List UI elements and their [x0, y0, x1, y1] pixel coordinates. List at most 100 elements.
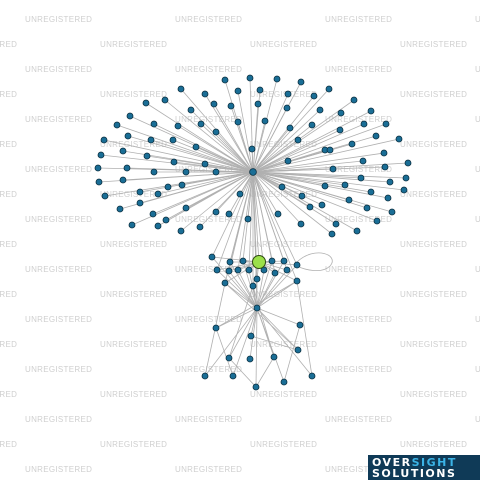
graph-node[interactable] [136, 199, 144, 207]
graph-node[interactable] [161, 96, 169, 104]
graph-node[interactable] [229, 372, 237, 380]
graph-node[interactable] [380, 149, 388, 157]
graph-node[interactable] [329, 165, 337, 173]
graph-node[interactable] [359, 157, 367, 165]
graph-node[interactable] [283, 266, 291, 274]
graph-node[interactable] [94, 164, 102, 172]
graph-node[interactable] [97, 151, 105, 159]
graph-node[interactable] [395, 135, 403, 143]
graph-node[interactable] [236, 190, 244, 198]
graph-node[interactable] [234, 87, 242, 95]
graph-node[interactable] [147, 136, 155, 144]
graph-node[interactable] [367, 107, 375, 115]
graph-node[interactable] [297, 220, 305, 228]
graph-node[interactable] [308, 372, 316, 380]
graph-node[interactable] [234, 118, 242, 126]
graph-node[interactable] [274, 210, 282, 218]
graph-node[interactable] [283, 104, 291, 112]
graph-node[interactable] [268, 257, 276, 265]
graph-node[interactable] [201, 160, 209, 168]
graph-node[interactable] [253, 275, 261, 283]
graph-node[interactable] [384, 194, 392, 202]
graph-node[interactable] [126, 112, 134, 120]
graph-node[interactable] [150, 168, 158, 176]
graph-node[interactable] [162, 216, 170, 224]
graph-node[interactable] [294, 346, 302, 354]
graph-node[interactable] [256, 86, 264, 94]
graph-node[interactable] [260, 266, 268, 274]
graph-node[interactable] [280, 257, 288, 265]
graph-node[interactable] [248, 145, 256, 153]
graph-node[interactable] [321, 182, 329, 190]
graph-node[interactable] [124, 132, 132, 140]
hub-node[interactable] [249, 168, 257, 176]
graph-node[interactable] [350, 96, 358, 104]
graph-node[interactable] [100, 136, 108, 144]
graph-node[interactable] [294, 136, 302, 144]
graph-node[interactable] [388, 208, 396, 216]
graph-node[interactable] [306, 203, 314, 211]
graph-node[interactable] [225, 267, 233, 275]
graph-node[interactable] [357, 174, 365, 182]
graph-node[interactable] [308, 121, 316, 129]
graph-node[interactable] [245, 266, 253, 274]
graph-node[interactable] [270, 353, 278, 361]
graph-node[interactable] [404, 159, 412, 167]
graph-node[interactable] [149, 210, 157, 218]
graph-node[interactable] [247, 332, 255, 340]
graph-node[interactable] [239, 257, 247, 265]
graph-node[interactable] [197, 120, 205, 128]
graph-node[interactable] [225, 354, 233, 362]
graph-node[interactable] [253, 304, 261, 312]
graph-node[interactable] [136, 188, 144, 196]
graph-node[interactable] [348, 140, 356, 148]
graph-node[interactable] [174, 122, 182, 130]
graph-node[interactable] [273, 75, 281, 83]
graph-node[interactable] [402, 174, 410, 182]
graph-node[interactable] [297, 78, 305, 86]
graph-node[interactable] [246, 74, 254, 82]
graph-node[interactable] [234, 266, 242, 274]
graph-node[interactable] [360, 120, 368, 128]
graph-node[interactable] [328, 230, 336, 238]
graph-node[interactable] [201, 90, 209, 98]
graph-node[interactable] [249, 282, 257, 290]
graph-node[interactable] [154, 222, 162, 230]
graph-node[interactable] [246, 355, 254, 363]
graph-node[interactable] [177, 227, 185, 235]
graph-node[interactable] [212, 324, 220, 332]
graph-node[interactable] [226, 258, 234, 266]
graph-node[interactable] [150, 120, 158, 128]
graph-node[interactable] [293, 261, 301, 269]
graph-node[interactable] [142, 99, 150, 107]
graph-node[interactable] [298, 192, 306, 200]
graph-node[interactable] [170, 158, 178, 166]
graph-node[interactable] [381, 163, 389, 171]
graph-node[interactable] [318, 201, 326, 209]
graph-node[interactable] [182, 204, 190, 212]
graph-node[interactable] [367, 188, 375, 196]
graph-node[interactable] [196, 223, 204, 231]
graph-node[interactable] [128, 221, 136, 229]
graph-node[interactable] [178, 181, 186, 189]
graph-node[interactable] [278, 183, 286, 191]
graph-node[interactable] [221, 279, 229, 287]
graph-node[interactable] [164, 183, 172, 191]
graph-node[interactable] [363, 204, 371, 212]
graph-node[interactable] [154, 190, 162, 198]
graph-node[interactable] [337, 109, 345, 117]
graph-node[interactable] [210, 100, 218, 108]
graph-node[interactable] [325, 85, 333, 93]
graph-node[interactable] [212, 208, 220, 216]
graph-node[interactable] [95, 178, 103, 186]
graph-node[interactable] [271, 269, 279, 277]
graph-node[interactable] [332, 220, 340, 228]
graph-node[interactable] [192, 143, 200, 151]
graph-node[interactable] [386, 178, 394, 186]
graph-node[interactable] [296, 321, 304, 329]
graph-node[interactable] [169, 136, 177, 144]
graph-node[interactable] [373, 217, 381, 225]
graph-node[interactable] [252, 383, 260, 391]
graph-node[interactable] [212, 128, 220, 136]
graph-node[interactable] [201, 372, 209, 380]
